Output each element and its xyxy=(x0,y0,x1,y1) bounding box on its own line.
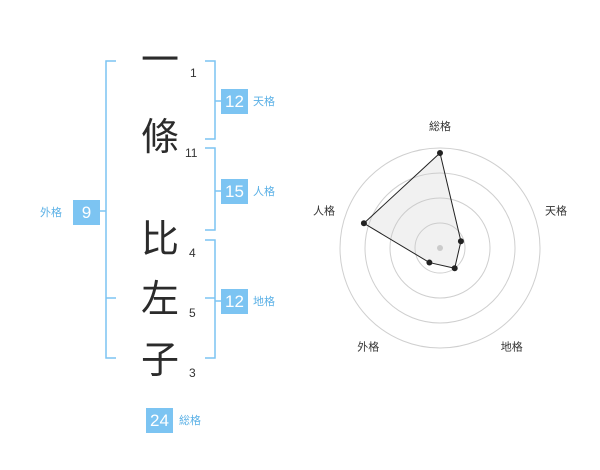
stroke-count-4: 5 xyxy=(189,306,196,320)
stroke-count-5: 3 xyxy=(189,366,196,380)
chikaku-bracket xyxy=(205,239,216,359)
radar-axis-label-3: 外格 xyxy=(357,340,379,354)
tenkaku-bracket xyxy=(205,60,216,140)
radar-axis-label-2: 地格 xyxy=(501,340,523,354)
radar-point-0 xyxy=(437,150,443,156)
radar-point-1 xyxy=(457,238,464,245)
tenkaku-label: 天格 xyxy=(253,95,275,108)
radar-point-3 xyxy=(426,259,433,266)
radar-axis-label-4: 人格 xyxy=(313,203,335,217)
soukaku-label: 総格 xyxy=(179,414,201,427)
radar-point-2 xyxy=(451,265,458,272)
stroke-count-3: 4 xyxy=(189,246,196,260)
radar-polygon xyxy=(363,152,462,269)
gaikaku-bracket xyxy=(105,60,116,359)
gaikaku-value: 9 xyxy=(73,200,100,225)
radar-ring xyxy=(389,197,491,299)
soukaku-value: 24 xyxy=(146,408,173,433)
jinkaku-bracket xyxy=(205,147,216,231)
name-char-4: 左 xyxy=(140,277,179,321)
radar-ring xyxy=(339,147,541,349)
name-char-2: 條 xyxy=(140,115,179,159)
name-char-1: 一 xyxy=(140,38,179,82)
stroke-count-2: 11 xyxy=(185,146,198,160)
name-char-5: 子 xyxy=(140,338,179,382)
tenkaku-value: 12 xyxy=(221,89,248,114)
jinkaku-label: 人格 xyxy=(253,185,275,198)
gaikaku-label: 外格 xyxy=(40,206,62,219)
chikaku-value: 12 xyxy=(221,289,248,314)
radar-center xyxy=(437,245,443,251)
jinkaku-value: 15 xyxy=(221,179,248,204)
radar-axis-label-0: 総格 xyxy=(429,119,451,133)
radar-point-4 xyxy=(360,220,367,227)
name-char-3: 比 xyxy=(140,217,179,261)
radar-ring xyxy=(364,172,516,324)
chikaku-label: 地格 xyxy=(253,295,275,308)
radar-axis-label-1: 天格 xyxy=(545,203,567,217)
radar-ring xyxy=(414,222,466,274)
stroke-count-1: 1 xyxy=(190,66,197,80)
